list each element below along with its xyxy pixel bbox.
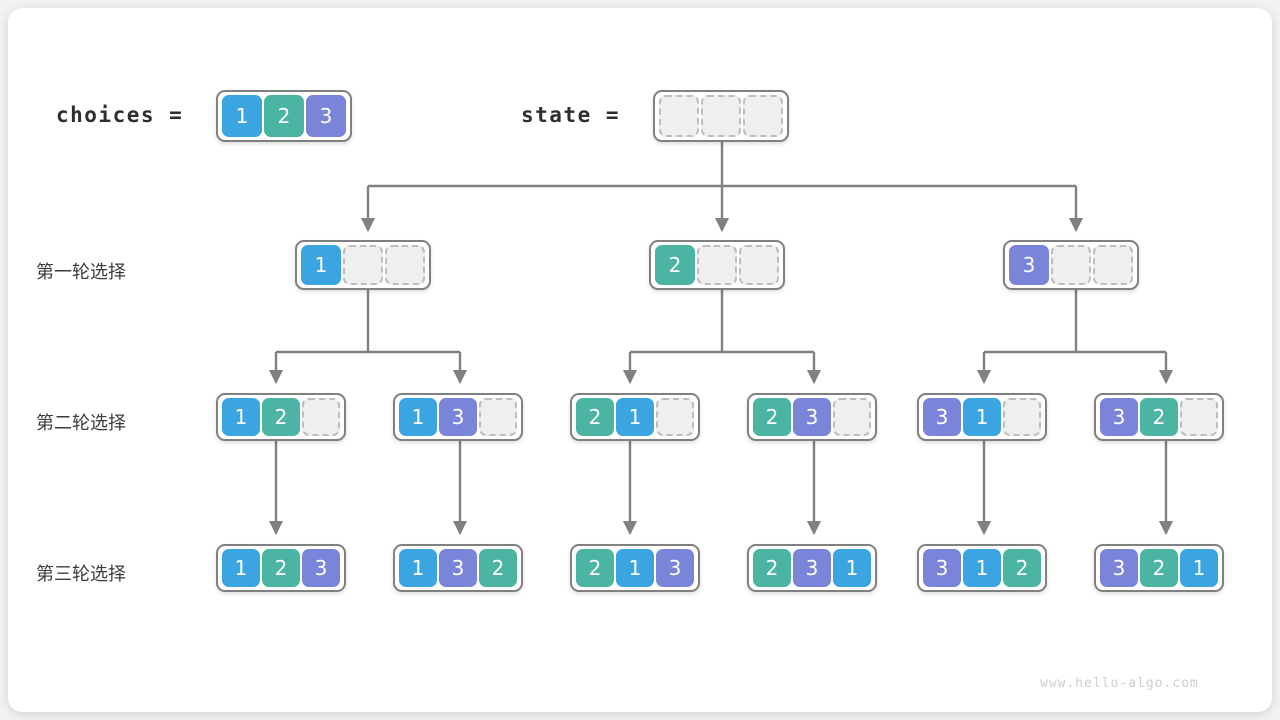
node-level2-2-cell-1: 1 [399,398,437,436]
choices-label: choices = [56,103,184,127]
node-level1-3: 3 [1003,240,1139,290]
node-level3-1-cell-1: 1 [222,549,260,587]
node-level2-5-cell-1: 3 [923,398,961,436]
node-level1-3-cell-2 [1051,245,1091,285]
node-level1-1-cell-2 [343,245,383,285]
node-level3-2-cell-2: 3 [439,549,477,587]
node-level2-1-cell-3 [302,398,340,436]
node-level1-3-cell-1: 3 [1009,245,1049,285]
choices-cell-3: 3 [306,95,346,137]
node-level2-2-cell-2: 3 [439,398,477,436]
state-label: state = [521,103,621,127]
node-level2-3-cell-2: 1 [616,398,654,436]
choices-cell-2: 2 [264,95,304,137]
node-level3-4-cell-1: 2 [753,549,791,587]
state-cell-3 [743,95,783,137]
state-cell-2 [701,95,741,137]
node-level1-2-cell-3 [739,245,779,285]
tree-connectors [268,132,1174,536]
state-array [653,90,789,142]
node-level2-6-cell-1: 3 [1100,398,1138,436]
node-level3-3-cell-1: 2 [576,549,614,587]
node-level2-4-cell-1: 2 [753,398,791,436]
node-level3-1-cell-2: 2 [262,549,300,587]
node-level2-6-cell-2: 2 [1140,398,1178,436]
node-level2-5-cell-3 [1003,398,1041,436]
row-label-2: 第二轮选择 [36,413,126,433]
node-level1-1-cell-1: 1 [301,245,341,285]
node-level1-3-cell-3 [1093,245,1133,285]
row-label-3: 第三轮选择 [36,564,126,584]
node-level3-6-cell-1: 3 [1100,549,1138,587]
node-level2-1-cell-2: 2 [262,398,300,436]
node-level3-5-cell-3: 2 [1003,549,1041,587]
node-level2-3-cell-1: 2 [576,398,614,436]
node-level2-1-cell-1: 1 [222,398,260,436]
watermark: www.hello-algo.com [1040,676,1199,691]
node-level3-5-cell-2: 1 [963,549,1001,587]
node-level3-6-cell-3: 1 [1180,549,1218,587]
node-level3-3-cell-3: 3 [656,549,694,587]
node-level3-1-cell-3: 3 [302,549,340,587]
row-label-1: 第一轮选择 [36,262,126,282]
node-level3-4-cell-2: 3 [793,549,831,587]
node-level2-3-cell-3 [656,398,694,436]
node-level3-5-cell-1: 3 [923,549,961,587]
node-level1-1-cell-3 [385,245,425,285]
node-level3-3-cell-2: 1 [616,549,654,587]
node-level2-4-cell-2: 3 [793,398,831,436]
node-level2-5-cell-2: 1 [963,398,1001,436]
node-level3-6-cell-2: 2 [1140,549,1178,587]
node-level3-2-cell-1: 1 [399,549,437,587]
node-level1-2: 2 [649,240,785,290]
state-cell-1 [659,95,699,137]
node-level1-2-cell-2 [697,245,737,285]
node-level2-2-cell-3 [479,398,517,436]
node-level1-1: 1 [295,240,431,290]
node-level1-2-cell-1: 2 [655,245,695,285]
node-level3-4-cell-3: 1 [833,549,871,587]
node-level3-2-cell-3: 2 [479,549,517,587]
node-level2-6-cell-3 [1180,398,1218,436]
node-level2-4-cell-3 [833,398,871,436]
choices-cell-1: 1 [222,95,262,137]
